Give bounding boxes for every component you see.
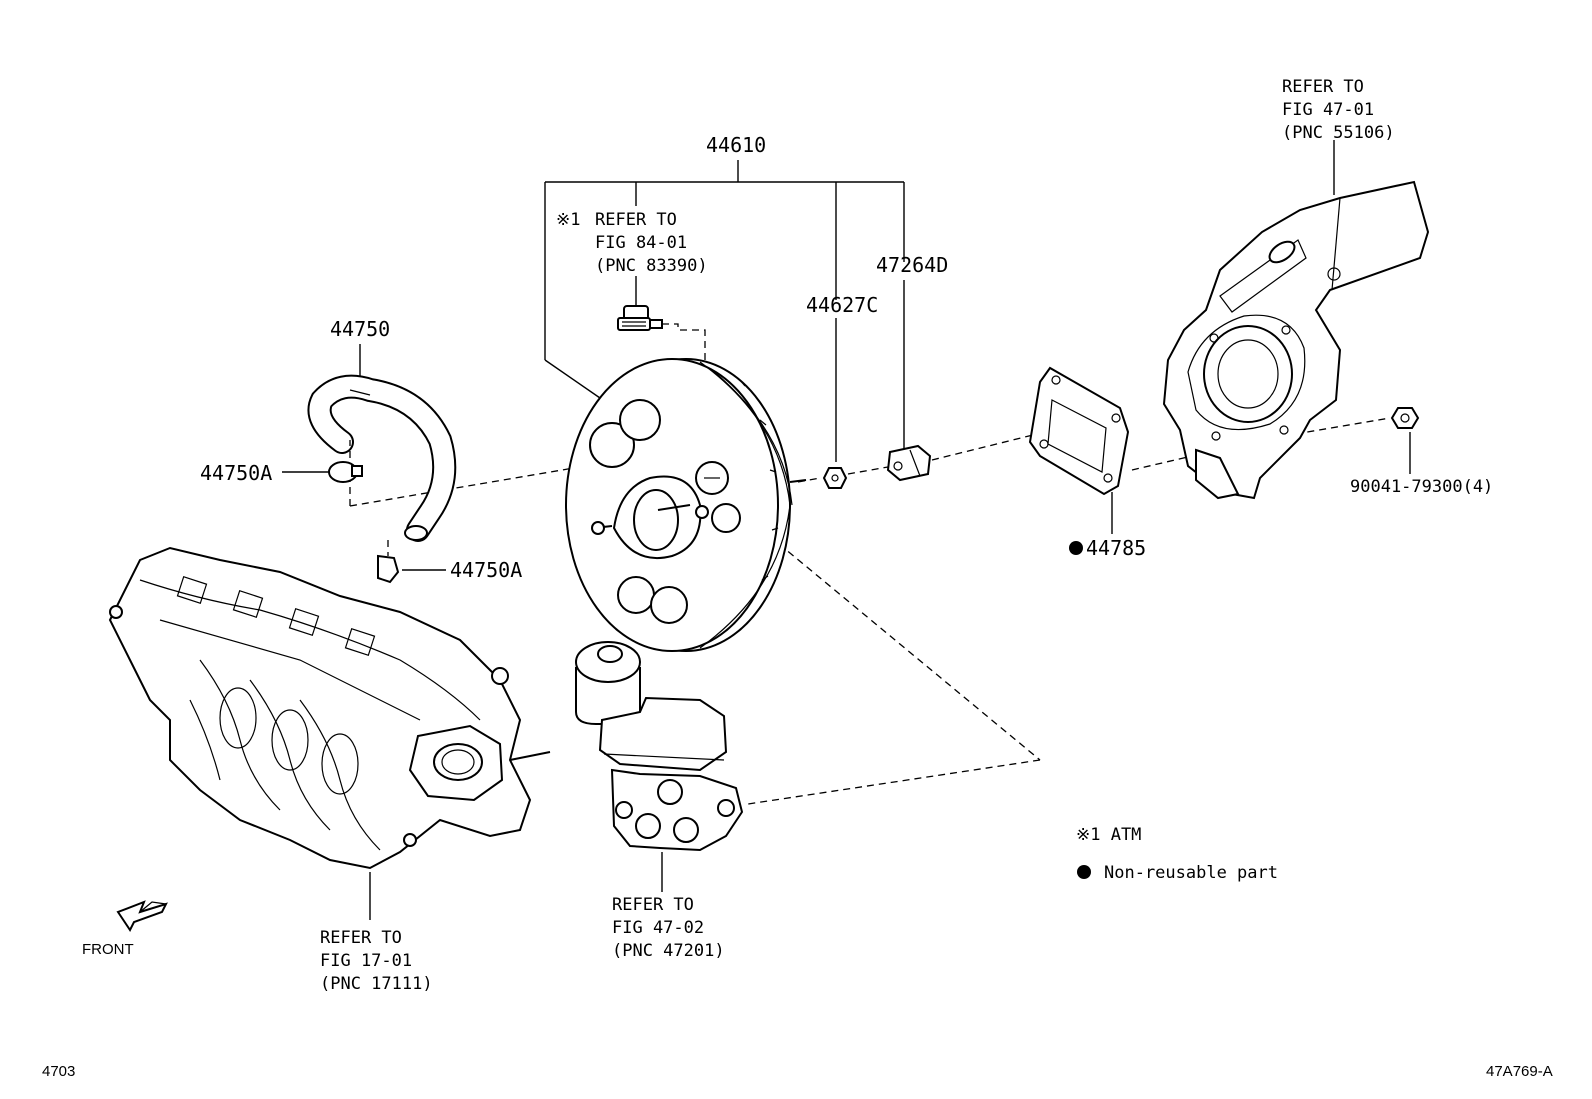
atm-marker: ※1 [556,210,580,230]
svg-text:(PNC 83390): (PNC 83390) [595,256,708,276]
callout-44610: 44610 [706,133,766,157]
ref-master-cylinder: REFER TO FIG 47-02 (PNC 47201) [612,895,725,961]
legend-nonreusable-marker [1077,865,1091,879]
nonreusable-marker-44785 [1069,541,1083,555]
callout-44750a-upper: 44750A [200,461,272,485]
nut-44627c: 44627C [806,293,878,489]
svg-text:FIG 17-01: FIG 17-01 [320,951,412,971]
front-label: FRONT [82,941,134,958]
intake-manifold [108,546,551,920]
front-indicator: FRONT [82,900,168,958]
callout-44750a-lower: 44750A [450,558,522,582]
callout-47264d: 47264D [876,253,948,277]
callout-44750: 44750 [330,317,390,341]
assembly-axis [349,417,1391,805]
ref-intake-manifold: REFER TO FIG 17-01 (PNC 17111) [320,928,433,994]
svg-text:REFER TO: REFER TO [595,210,677,230]
legend-nonreusable: Non-reusable part [1104,863,1278,883]
booster-leader-lines: 44610 [544,133,905,399]
clevis-47264d: 47264D [876,253,948,482]
svg-text:REFER TO: REFER TO [320,928,402,948]
nut-90041-79300: 90041-79300(4) [1350,407,1493,497]
hose-clip-lower: 44750A [377,540,522,584]
svg-text:REFER TO: REFER TO [1282,77,1364,97]
master-cylinder [575,641,744,892]
ref-pedal-bracket: REFER TO FIG 47-01 (PNC 55106) [1282,77,1395,143]
pedal-bracket [1162,140,1430,500]
gasket-44785: 44785 [1028,366,1146,560]
svg-text:(PNC 47201): (PNC 47201) [612,941,725,961]
svg-text:FIG 47-01: FIG 47-01 [1282,100,1374,120]
callout-44785: 44785 [1086,536,1146,560]
callout-90041-79300: 90041-79300(4) [1350,477,1493,497]
hose-clip-upper: 44750A [200,440,363,485]
page-code: 4703 [42,1063,75,1080]
figure-code: 47A769-A [1486,1063,1553,1080]
ref-atm-switch: ※1 REFER TO FIG 84-01 (PNC 83390) [556,210,708,306]
atm-switch-part [617,305,706,372]
svg-text:REFER TO: REFER TO [612,895,694,915]
svg-text:FIG 84-01: FIG 84-01 [595,233,687,253]
svg-text:(PNC 17111): (PNC 17111) [320,974,433,994]
legend: ※1 ATM Non-reusable part [1076,825,1278,883]
legend-atm: ※1 ATM [1076,825,1141,845]
vacuum-hose-44750: 44750 [307,317,457,542]
callout-44627c: 44627C [806,293,878,317]
brake-booster [565,358,807,652]
svg-text:(PNC 55106): (PNC 55106) [1282,123,1395,143]
svg-text:FIG 47-02: FIG 47-02 [612,918,704,938]
